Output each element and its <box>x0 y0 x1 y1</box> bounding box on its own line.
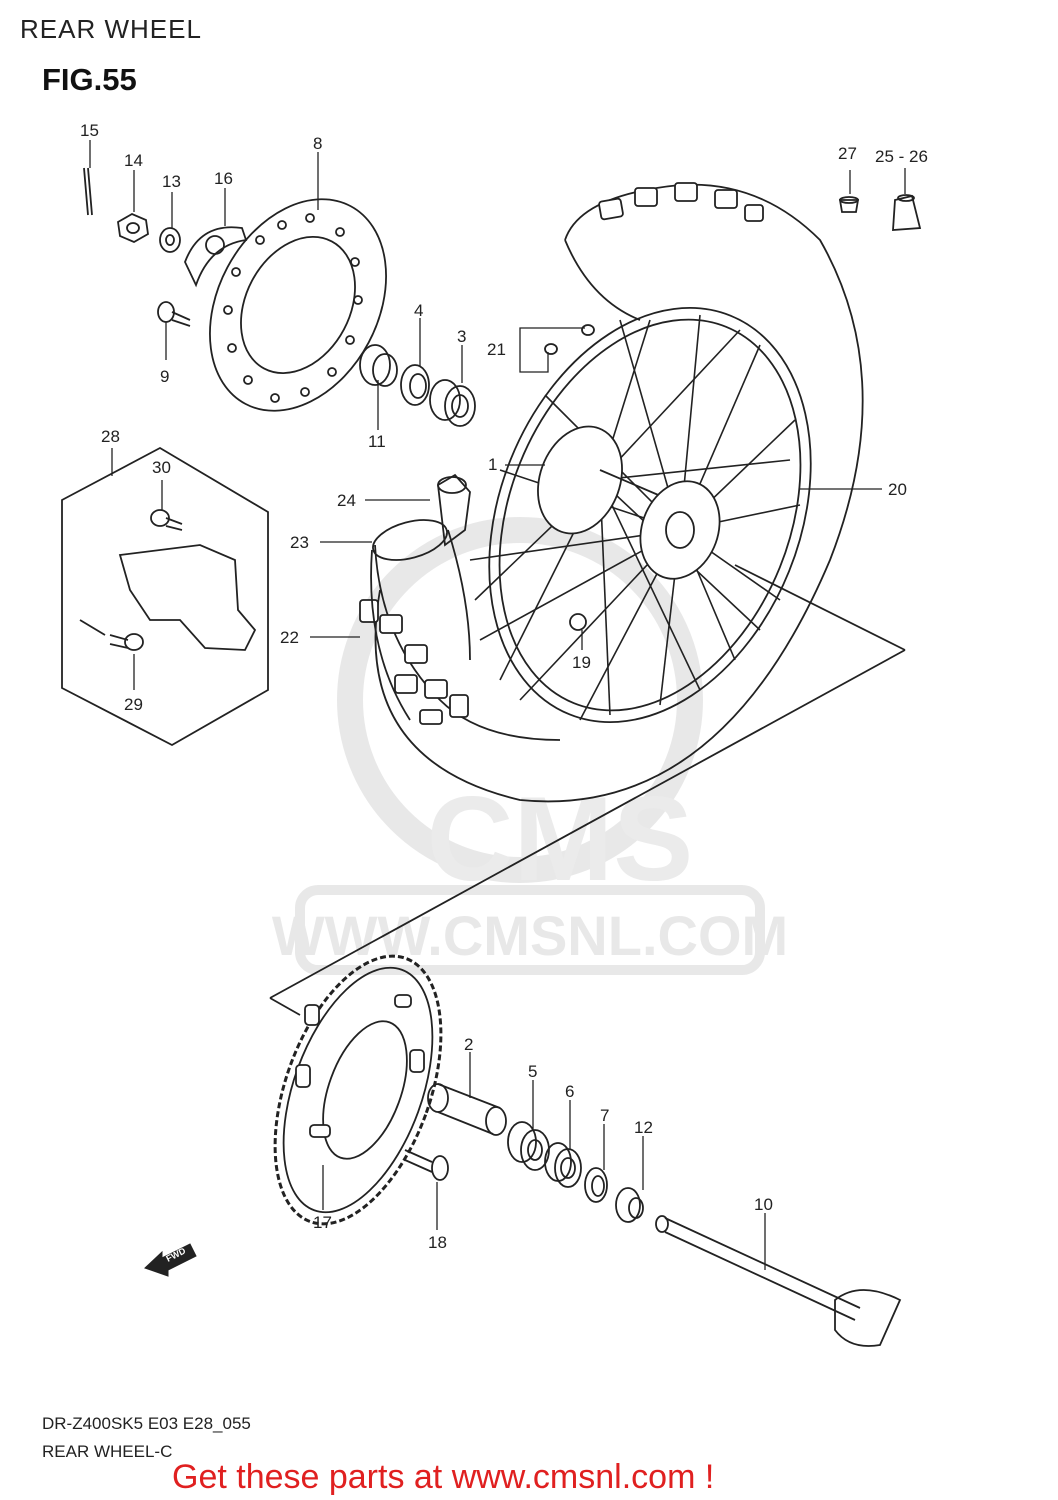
tire <box>359 182 864 803</box>
callout-23: 23 <box>290 533 309 552</box>
axle-nut <box>117 212 149 244</box>
sprocket-bolt <box>404 1149 449 1181</box>
callout-28: 28 <box>101 427 120 446</box>
callout-7: 7 <box>600 1106 609 1125</box>
rear-axle <box>655 1215 902 1347</box>
figure-number: FIG.55 <box>42 62 137 97</box>
cta-link[interactable]: Get these parts at www.cmsnl.com ! <box>172 1458 715 1496</box>
callout-27: 27 <box>838 144 857 163</box>
model-code: DR-Z400SK5 E03 E28_055 <box>42 1414 251 1433</box>
dust-seal <box>359 344 398 387</box>
callout-22: 22 <box>280 628 299 647</box>
spoke-nipples <box>544 324 595 355</box>
oil-seal-7 <box>584 1167 608 1203</box>
brake-disc <box>209 198 387 412</box>
callout-15: 15 <box>80 121 99 140</box>
callout-1: 1 <box>488 455 497 474</box>
callout-8: 8 <box>313 134 322 153</box>
diagram-caption: REAR WHEEL-C <box>42 1442 173 1461</box>
disc-bolt <box>157 301 191 327</box>
callout-5: 5 <box>528 1062 537 1081</box>
callout-19: 19 <box>572 653 591 672</box>
callout-3: 3 <box>457 327 466 346</box>
watermark-logo: CMS WWW.CMSNL.COM <box>272 517 788 975</box>
callout-17: 17 <box>313 1213 332 1232</box>
callout-25-26: 25 - 26 <box>875 147 928 166</box>
rim <box>488 306 812 724</box>
callout-14: 14 <box>124 151 143 170</box>
callout-11: 11 <box>368 432 386 451</box>
inner-tube <box>370 519 471 721</box>
bearing-6 <box>544 1142 582 1188</box>
callout-21: 21 <box>487 340 506 359</box>
assembly-outline <box>269 564 906 1016</box>
wheel-hub <box>537 425 721 631</box>
callout-10: 10 <box>754 1195 773 1214</box>
chain-adjuster <box>184 226 248 288</box>
callout-6: 6 <box>565 1082 574 1101</box>
callout-18: 18 <box>428 1233 447 1252</box>
oil-seal <box>400 364 430 406</box>
cotter-pin <box>83 167 93 216</box>
bearing-3 <box>429 379 476 427</box>
callout-20: 20 <box>888 480 907 499</box>
callout-24: 24 <box>337 491 356 510</box>
leader-lines <box>89 140 906 1270</box>
wheel-spacer <box>615 1187 644 1223</box>
watermark-url: WWW.CMSNL.COM <box>272 904 788 967</box>
callout-13: 13 <box>162 172 181 191</box>
bearing-5 <box>507 1121 550 1171</box>
hub-spacer <box>427 1083 507 1136</box>
tire-tread <box>359 182 764 725</box>
rim-lock <box>437 473 471 547</box>
callout-4: 4 <box>414 301 423 320</box>
callout-2: 2 <box>464 1035 473 1054</box>
valve-cap <box>838 196 860 213</box>
callout-30: 30 <box>152 458 171 477</box>
callout-12: 12 <box>634 1118 653 1137</box>
rim-lock-nut <box>892 194 922 231</box>
callout-numbers: 1 2 3 4 5 6 7 8 9 10 11 12 13 14 15 16 1… <box>80 121 928 1252</box>
rear-sprocket <box>273 954 443 1226</box>
page-header-title: REAR WHEEL <box>20 14 202 44</box>
washer <box>159 227 181 253</box>
callout-29: 29 <box>124 695 143 714</box>
callout-9: 9 <box>160 367 169 386</box>
chain-guide-assembly <box>61 446 269 747</box>
fwd-arrow-icon: FWD <box>144 1243 197 1277</box>
callout-16: 16 <box>214 169 233 188</box>
